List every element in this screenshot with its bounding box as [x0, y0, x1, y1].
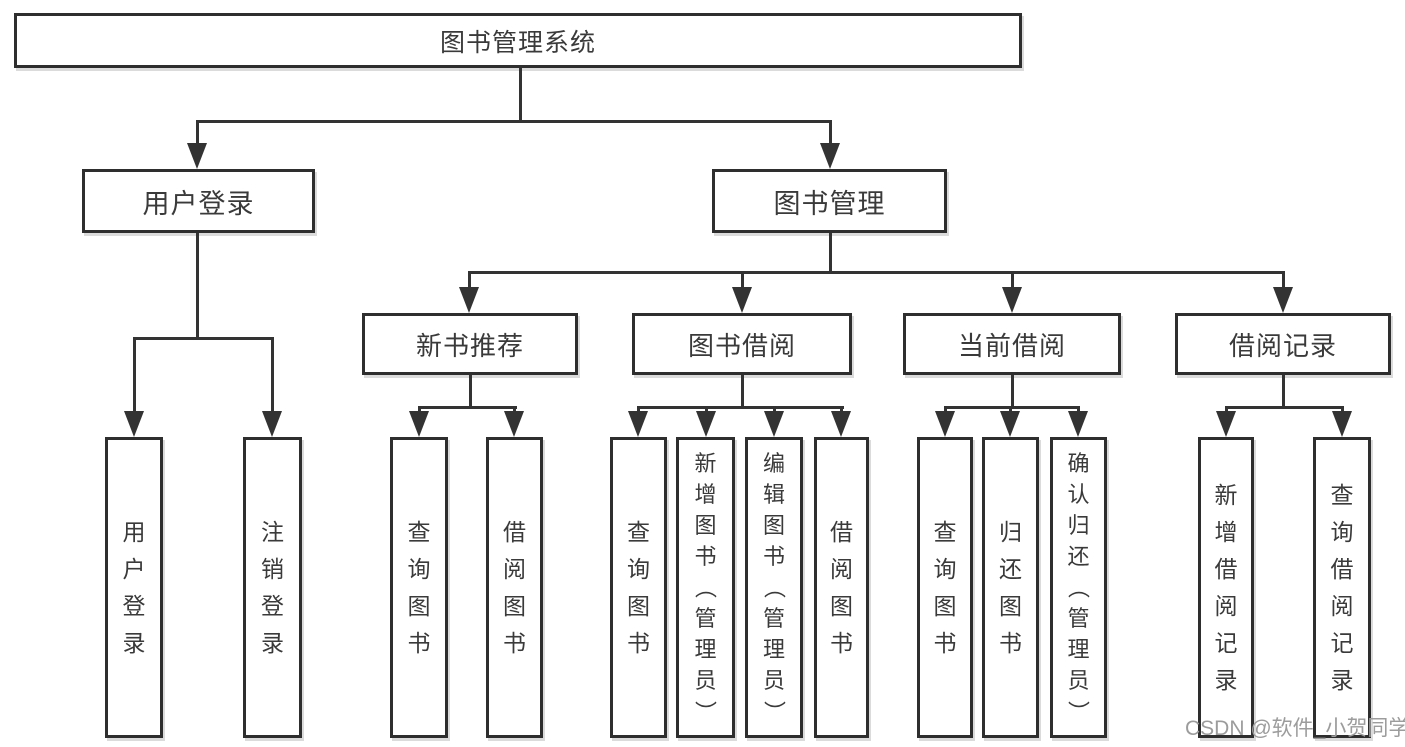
- node-book-management: 图书管理: [712, 169, 947, 233]
- connector-current-hbar: [944, 406, 1080, 409]
- node-label: 用户登录: [142, 188, 255, 219]
- arrowhead-icon: [187, 143, 207, 169]
- node-label: 新书推荐: [415, 330, 524, 361]
- connector-borrowing-hbar: [637, 406, 844, 409]
- connector-borrowing-stem: [741, 375, 744, 409]
- leaf-query-books-borrowing: 查询图书: [610, 437, 667, 738]
- connector-root-stem: [519, 68, 522, 123]
- leaf-query-books-current: 查询图书: [917, 437, 973, 738]
- leaf-return-books: 归还图书: [982, 437, 1039, 738]
- connector-userlogin-stem: [196, 233, 199, 340]
- arrowhead-icon: [262, 411, 282, 437]
- node-user-login: 用户登录: [82, 169, 315, 233]
- connector-userlogin-arm-left: [133, 337, 136, 417]
- node-label: 图书管理系统: [439, 28, 596, 57]
- arrowhead-icon: [696, 411, 716, 437]
- node-label: 借阅记录: [1228, 330, 1337, 361]
- leaf-borrow-books: 借阅图书: [814, 437, 869, 738]
- arrowhead-icon: [124, 411, 144, 437]
- connector-userlogin-hbar: [133, 337, 274, 340]
- leaf-query-books-recommend: 查询图书: [390, 437, 448, 738]
- connector-recommend-stem: [469, 375, 472, 409]
- leaf-add-borrow-record: 新增借阅记录: [1198, 437, 1254, 738]
- connector-root-hbar: [196, 120, 832, 123]
- arrowhead-icon: [1216, 411, 1236, 437]
- connector-root-arm-left: [196, 120, 199, 147]
- leaf-add-books-admin: 新增图书（管理员）: [676, 437, 735, 738]
- arrowhead-icon: [459, 287, 479, 313]
- connector-bookmgmt-arm-3: [1011, 271, 1014, 293]
- connector-root-arm-right: [829, 120, 832, 147]
- node-borrowing-records: 借阅记录: [1175, 313, 1391, 375]
- arrowhead-icon: [1002, 287, 1022, 313]
- node-new-book-recommend: 新书推荐: [362, 313, 578, 375]
- connector-current-stem: [1011, 375, 1014, 409]
- connector-bookmgmt-hbar: [468, 271, 1285, 274]
- connector-records-stem: [1282, 375, 1285, 409]
- node-label: 当前借阅: [957, 330, 1066, 361]
- arrowhead-icon: [628, 411, 648, 437]
- watermark: CSDN @软件_小贺同学: [1185, 717, 1405, 740]
- arrowhead-icon: [820, 143, 840, 169]
- node-book-borrowing: 图书借阅: [632, 313, 852, 375]
- arrowhead-icon: [1332, 411, 1352, 437]
- connector-bookmgmt-arm-1: [468, 271, 471, 293]
- connector-bookmgmt-stem: [829, 233, 832, 274]
- node-current-borrowing: 当前借阅: [903, 313, 1121, 375]
- arrowhead-icon: [1000, 411, 1020, 437]
- leaf-confirm-return-admin: 确认归还（管理员）: [1050, 437, 1107, 738]
- arrowhead-icon: [764, 411, 784, 437]
- arrowhead-icon: [1273, 287, 1293, 313]
- arrowhead-icon: [831, 411, 851, 437]
- connector-recommend-hbar: [418, 406, 517, 409]
- node-label: 图书借阅: [687, 330, 796, 361]
- node-library-management-system: 图书管理系统: [14, 13, 1022, 68]
- leaf-user-login: 用户登录: [105, 437, 163, 738]
- arrowhead-icon: [1068, 411, 1088, 437]
- arrowhead-icon: [732, 287, 752, 313]
- connector-records-hbar: [1225, 406, 1344, 409]
- arrowhead-icon: [935, 411, 955, 437]
- connector-bookmgmt-arm-2: [741, 271, 744, 293]
- leaf-borrow-books-recommend: 借阅图书: [486, 437, 543, 738]
- arrowhead-icon: [504, 411, 524, 437]
- leaf-edit-books-admin: 编辑图书（管理员）: [745, 437, 803, 738]
- connector-userlogin-arm-right: [271, 337, 274, 417]
- connector-bookmgmt-arm-4: [1282, 271, 1285, 293]
- arrowhead-icon: [409, 411, 429, 437]
- leaf-query-borrow-record: 查询借阅记录: [1313, 437, 1371, 738]
- leaf-logout: 注销登录: [243, 437, 302, 738]
- node-label: 图书管理: [773, 188, 886, 219]
